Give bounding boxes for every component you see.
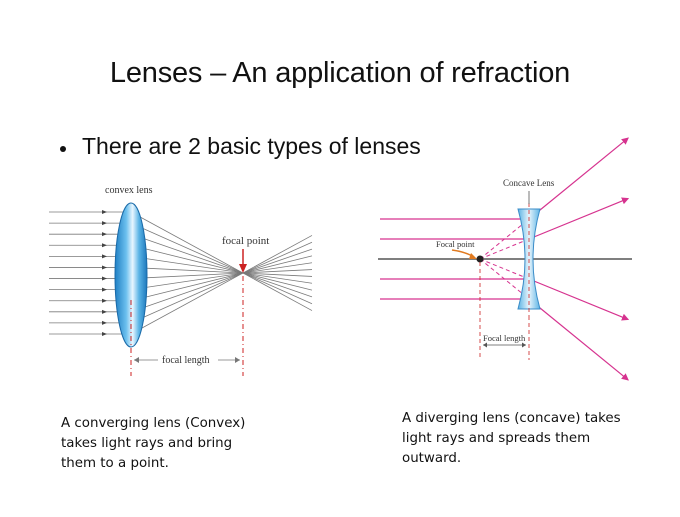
refracted-ray (130, 233, 313, 298)
ray-arrow-icon (102, 309, 107, 314)
refracted-ray (130, 235, 313, 335)
ray-arrow-icon (102, 210, 107, 214)
refracted-ray (130, 262, 313, 291)
convex-rays (49, 210, 313, 336)
ray-arrow-icon (102, 276, 107, 281)
concave-diverging-ray (528, 137, 629, 220)
concave-dim-arrow-left-icon (483, 342, 487, 348)
concave-focal-point-label: Focal point (436, 239, 475, 249)
refracted-ray (130, 211, 313, 311)
ray-arrow-icon (102, 254, 107, 259)
concave-caption: A diverging lens (concave) takes light r… (402, 411, 621, 466)
focal-point-label: focal point (222, 235, 269, 247)
concave-diverging-ray (528, 278, 630, 321)
ray-arrow-icon (102, 265, 107, 270)
refracted-ray (130, 255, 313, 284)
refracted-ray (130, 244, 313, 291)
bullet-item: There are 2 basic types of lenses (60, 133, 421, 160)
ray-arrow-icon (102, 298, 107, 303)
dimension-arrow-left-icon (134, 357, 139, 363)
refracted-ray (130, 241, 313, 324)
ray-arrow-icon (102, 232, 107, 237)
ray-arrow-icon (102, 221, 107, 226)
refracted-ray (130, 222, 313, 305)
concave-dim-arrow-right-icon (522, 342, 526, 348)
concave-rays (380, 137, 630, 381)
focal-length-label: focal length (162, 355, 209, 366)
focal-point-arrowhead-icon (239, 264, 247, 273)
concave-focal-arrowhead-icon (469, 253, 477, 259)
dimension-arrow-right-icon (235, 357, 240, 363)
ray-arrow-icon (102, 287, 107, 292)
concave-virtual-ray (479, 258, 530, 280)
ray-arrow-icon (102, 332, 107, 336)
concave-diverging-ray (528, 298, 629, 381)
convex-lens-icon (114, 202, 148, 348)
refracted-ray (130, 255, 313, 302)
convex-caption: A converging lens (Convex) takes light r… (61, 416, 246, 471)
concave-lens-label: Concave Lens (503, 178, 555, 188)
bullet-text: There are 2 basic types of lenses (82, 133, 421, 159)
concave-diverging-ray (528, 197, 630, 240)
refracted-ray (130, 248, 313, 313)
concave-focal-length-label: Focal length (483, 333, 526, 343)
slide-title: Lenses – An application of refraction (109, 57, 571, 89)
concave-focal-point-dot (476, 255, 484, 263)
refracted-ray (130, 267, 313, 277)
convex-lens-label: convex lens (105, 185, 153, 196)
ray-arrow-icon (102, 243, 107, 248)
concave-virtual-ray (479, 258, 530, 300)
refracted-ray (130, 269, 313, 279)
focal-length-label-bg (158, 352, 218, 366)
concave-virtual-ray (479, 238, 530, 260)
bullet-dot-icon (60, 145, 66, 152)
ray-arrow-icon (102, 320, 107, 325)
